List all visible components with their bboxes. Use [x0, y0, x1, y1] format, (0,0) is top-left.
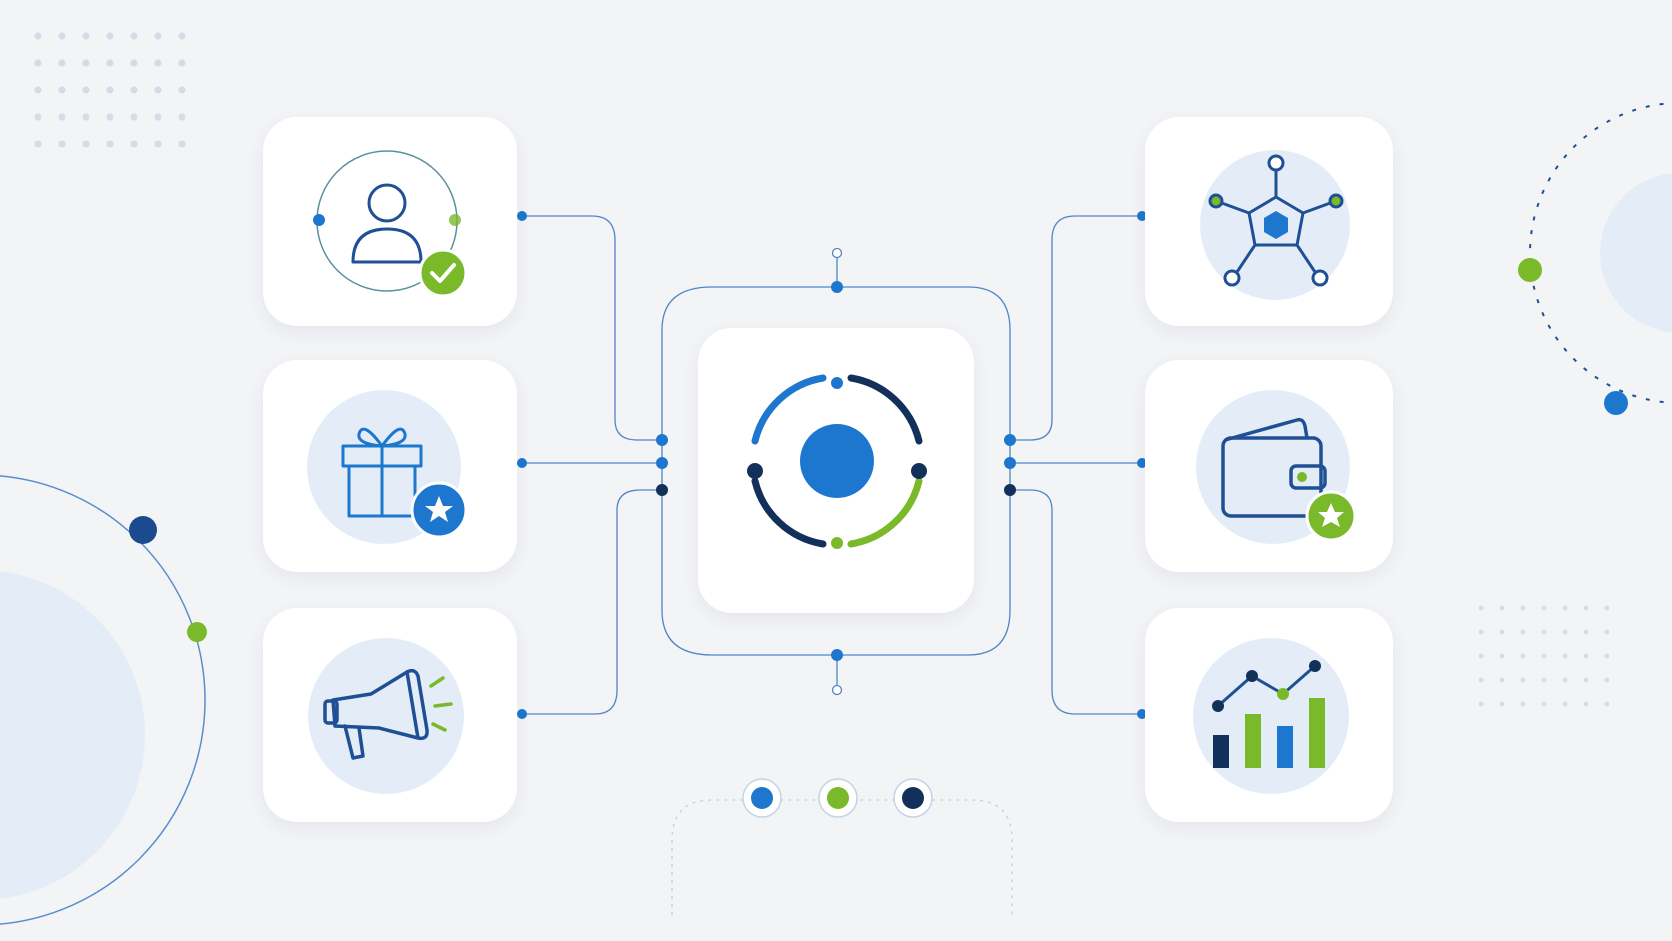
decor-dot [178, 32, 186, 40]
decor-dot [1562, 605, 1568, 611]
decor-dot [58, 86, 66, 94]
decor-dot [130, 59, 138, 67]
pagination-dot-2[interactable] [818, 778, 858, 818]
dot-grid-top-left [34, 32, 186, 148]
user-verified-icon [313, 150, 468, 298]
decor-dot [130, 140, 138, 148]
pagination [742, 778, 933, 818]
decor-dot [1604, 605, 1610, 611]
star-badge [410, 481, 468, 539]
decor-dot [1604, 677, 1610, 683]
decor-dot [1478, 701, 1484, 707]
decor-dot [58, 59, 66, 67]
decor-dot [178, 59, 186, 67]
decor-dot [1520, 629, 1526, 635]
decor-circle-right [1518, 102, 1672, 415]
decor-dot [1478, 653, 1484, 659]
decor-dot [1562, 677, 1568, 683]
decor-dot [1499, 653, 1505, 659]
decor-dot [1478, 605, 1484, 611]
decor-dot [1604, 653, 1610, 659]
decor-circle-left [0, 475, 207, 925]
node-card-network[interactable] [1145, 117, 1393, 326]
decor-dot [1478, 677, 1484, 683]
decor-dot [130, 86, 138, 94]
megaphone-icon [308, 638, 464, 794]
decor-dot [1583, 605, 1589, 611]
node-card-user[interactable] [263, 117, 517, 326]
decor-dot [154, 32, 162, 40]
decor-dot [1583, 629, 1589, 635]
decor-dot [1520, 653, 1526, 659]
decor-dot [1583, 653, 1589, 659]
decor-dot [178, 113, 186, 121]
checkmark-badge [418, 248, 468, 298]
hub-card[interactable] [698, 328, 974, 613]
decor-dot [1562, 629, 1568, 635]
decor-dot [1541, 605, 1547, 611]
pagination-dot-3[interactable] [893, 778, 933, 818]
decor-dot [154, 140, 162, 148]
decor-dot [1583, 677, 1589, 683]
decor-dot [1604, 629, 1610, 635]
connector-dots [517, 211, 1147, 719]
node-card-wallet[interactable] [1145, 360, 1393, 572]
network-hexagon-icon [1200, 150, 1350, 300]
decor-dot [34, 32, 42, 40]
decor-dot [1520, 701, 1526, 707]
decor-dot [130, 32, 138, 40]
decor-dot [106, 32, 114, 40]
decor-dot [58, 32, 66, 40]
decor-dot [1541, 629, 1547, 635]
decor-dot [130, 113, 138, 121]
star-badge [1305, 490, 1357, 542]
decor-dot [1541, 653, 1547, 659]
decor-dot [178, 86, 186, 94]
node-card-chart[interactable] [1145, 608, 1393, 822]
decor-dot [58, 113, 66, 121]
decor-dot [1583, 701, 1589, 707]
node-card-megaphone[interactable] [263, 608, 517, 822]
decor-dot [178, 140, 186, 148]
decor-dot [1562, 653, 1568, 659]
decor-dot [82, 86, 90, 94]
decor-dot [1541, 701, 1547, 707]
dot-grid-right [1478, 605, 1610, 707]
decor-dot [1541, 677, 1547, 683]
decor-dot [1562, 701, 1568, 707]
decor-dot [82, 113, 90, 121]
node-card-gift[interactable] [263, 360, 517, 572]
ring-target-icon [747, 374, 927, 549]
decor-dot [106, 86, 114, 94]
decor-dot [154, 113, 162, 121]
decor-dot [34, 86, 42, 94]
decor-dot [1520, 605, 1526, 611]
decor-dot [82, 32, 90, 40]
decor-dot [1478, 629, 1484, 635]
decor-dot [1499, 605, 1505, 611]
decor-dot [34, 113, 42, 121]
decor-dot [154, 86, 162, 94]
decor-dot [1499, 629, 1505, 635]
decor-dot [1499, 677, 1505, 683]
decor-dot [34, 140, 42, 148]
connector-lines [522, 215, 1142, 715]
gift-icon [307, 390, 468, 544]
bar-chart-trend-icon [1193, 638, 1349, 794]
decor-dot [154, 59, 162, 67]
decor-dot [1499, 701, 1505, 707]
decor-dot [106, 140, 114, 148]
wallet-icon [1196, 390, 1357, 544]
decor-dot [58, 140, 66, 148]
decor-dot [1604, 701, 1610, 707]
decor-dot [82, 59, 90, 67]
decor-dot [106, 113, 114, 121]
pagination-dot-1[interactable] [742, 778, 782, 818]
decor-dot [82, 140, 90, 148]
decor-dot [1520, 677, 1526, 683]
decor-dot [106, 59, 114, 67]
decor-dot [34, 59, 42, 67]
